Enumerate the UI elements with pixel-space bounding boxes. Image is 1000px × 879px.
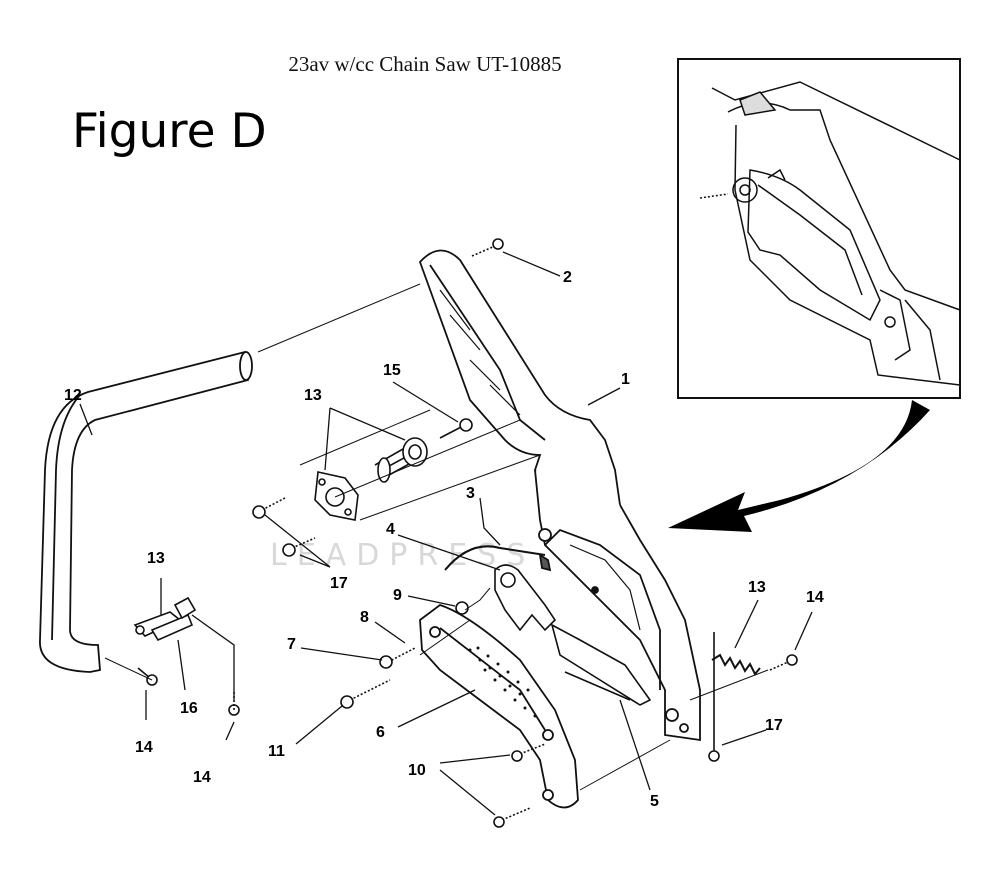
callout-12: 12 (64, 387, 82, 404)
detail-inset (677, 58, 961, 399)
callout-17-a: 17 (330, 575, 348, 592)
callout-4: 4 (386, 521, 395, 538)
grip-texture (468, 646, 537, 718)
callout-11: 11 (268, 743, 285, 760)
callout-13-c: 13 (748, 579, 766, 596)
mount-assembly-part-16 (133, 596, 197, 642)
callout-13-a: 13 (304, 387, 322, 404)
callout-7: 7 (287, 636, 296, 653)
callout-8: 8 (360, 609, 369, 626)
watermark: LEADPRESS (270, 538, 535, 573)
callout-1: 1 (621, 371, 630, 388)
callout-6: 6 (376, 724, 385, 741)
callout-14-c: 14 (806, 589, 824, 606)
callout-16: 16 (180, 700, 198, 717)
callout-2: 2 (563, 269, 572, 286)
callout-10: 10 (408, 762, 426, 779)
rear-handle-part-1 (418, 249, 701, 742)
handle-bar-part-12 (39, 350, 253, 673)
alignment-lines (104, 283, 769, 791)
direction-arrow (668, 400, 930, 532)
fasteners (137, 238, 798, 828)
callout-13-b: 13 (147, 550, 165, 567)
callout-5: 5 (650, 793, 659, 810)
figure-title: Figure D (72, 104, 267, 159)
callout-3: 3 (466, 485, 475, 502)
callout-17-b: 17 (765, 717, 783, 734)
leader-lines (79, 251, 813, 816)
grip-handle-part-6 (419, 603, 579, 809)
document-title: 23av w/cc Chain Saw UT-10885 (288, 52, 562, 76)
vibration-mount-part-13 (314, 437, 428, 521)
callout-14-a: 14 (135, 739, 153, 756)
spring-part-13c (711, 653, 761, 676)
trigger-lever-part-4 (494, 564, 652, 706)
callout-15: 15 (383, 362, 401, 379)
callout-14-b: 14 (193, 769, 211, 786)
callout-9: 9 (393, 587, 402, 604)
spring-wire-part-3 (444, 545, 546, 571)
